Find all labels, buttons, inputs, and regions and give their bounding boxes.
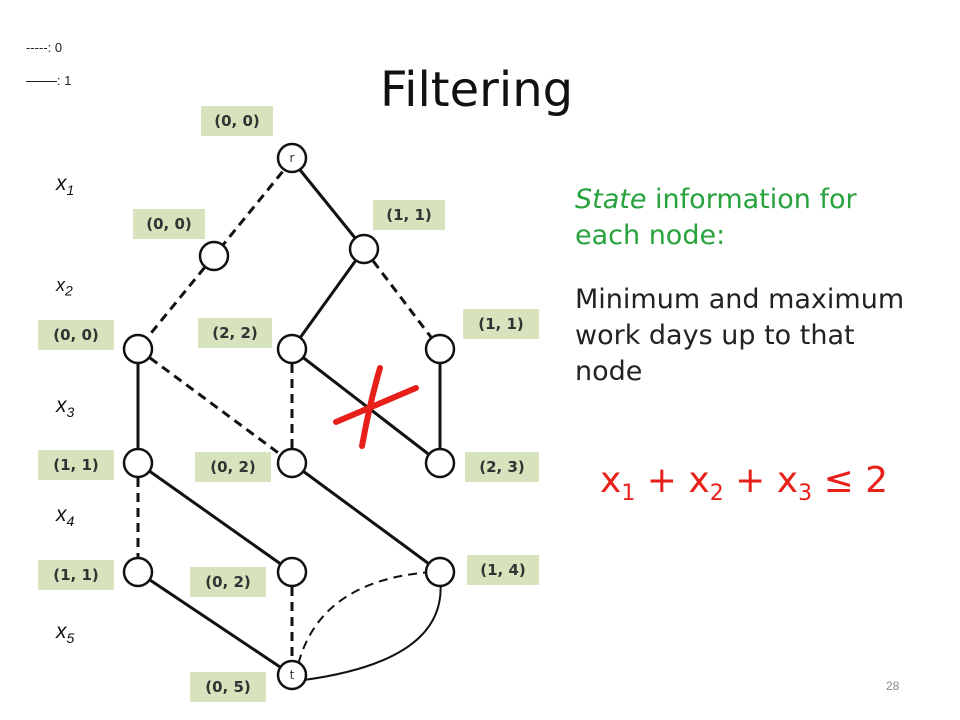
state-t: (0, 5) (190, 672, 266, 702)
page-title: Filtering (380, 62, 574, 118)
node-f (122, 447, 154, 479)
node-j (276, 556, 308, 588)
node-h (424, 447, 456, 479)
var-x5: x5 (56, 620, 75, 647)
edge-g-k-one (291, 461, 441, 574)
page-number: 28 (886, 679, 900, 693)
edge-a-c-zero (136, 255, 216, 350)
legend-solid-label: : 1 (57, 73, 72, 88)
edge-k-t-zero (297, 571, 433, 666)
state-d: (2, 2) (198, 318, 272, 348)
state-h: (2, 3) (465, 452, 539, 482)
edge-r-b-one (290, 159, 366, 250)
state-r: (0, 0) (201, 106, 273, 136)
node-d (276, 333, 308, 365)
state-b: (1, 1) (373, 200, 445, 230)
state-info-heading: State information for each node: (575, 182, 915, 254)
state-info-detail: Minimum and maximum work days up to that… (575, 284, 905, 387)
legend-dashed-zero: -----: 0 (26, 40, 63, 55)
state-e: (1, 1) (463, 309, 539, 339)
node-a (198, 240, 230, 272)
edge-f-j-one (137, 461, 293, 574)
var-x3: x3 (56, 394, 75, 421)
legend-solid-line (26, 81, 57, 83)
edge-r-a-zero (212, 159, 294, 257)
edge-c-g-zero (137, 347, 293, 465)
state-i: (1, 1) (38, 560, 114, 590)
node-r-label: r (290, 151, 295, 165)
constraint-formula: x1 + x2 + x3 ≤ 2 (600, 460, 889, 507)
node-g (276, 447, 308, 479)
node-r (276, 142, 308, 174)
state-k: (1, 4) (467, 555, 539, 585)
node-t-label: t (290, 668, 295, 682)
legend-solid-one: : 1 (26, 73, 71, 88)
var-x1: x1 (56, 172, 75, 199)
node-c (122, 333, 154, 365)
edge-b-e-zero (362, 248, 442, 350)
node-t (276, 659, 308, 691)
state-a: (0, 0) (133, 209, 205, 239)
edge-b-d-one (290, 248, 366, 350)
node-e (424, 333, 456, 365)
cross-mark (333, 365, 419, 449)
state-info-rest: information for each node: (575, 184, 857, 251)
var-x4: x4 (56, 503, 75, 530)
edge-k-t-one (303, 577, 442, 681)
node-b (348, 233, 380, 265)
node-i (122, 556, 154, 588)
state-j: (0, 2) (190, 567, 266, 597)
edge-i-t-one (137, 570, 293, 677)
state-g: (0, 2) (195, 452, 271, 482)
var-x2: x2 (56, 275, 73, 299)
state-f: (1, 1) (38, 450, 114, 480)
node-k (424, 556, 456, 588)
state-c: (0, 0) (38, 320, 114, 350)
state-word: State (575, 184, 647, 215)
